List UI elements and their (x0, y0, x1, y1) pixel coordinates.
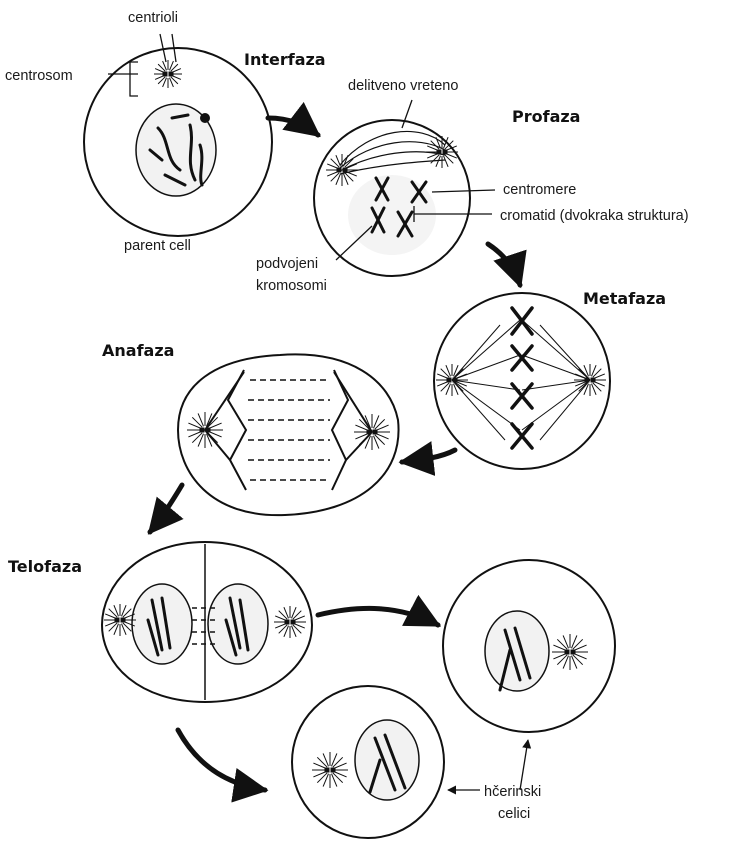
centriole (443, 150, 447, 154)
centriole (585, 378, 589, 382)
centriole (337, 168, 341, 172)
nucleolus (200, 113, 210, 123)
daughter-nucleus-right (485, 611, 549, 691)
centriole (571, 650, 575, 654)
centriole (343, 168, 347, 172)
centriole (285, 620, 289, 624)
anaphase-title: Anafaza (102, 341, 174, 360)
spindle-label: delitveno vreteno (348, 78, 458, 94)
telophase-title: Telofaza (8, 557, 82, 576)
centriole (169, 72, 173, 76)
chromatid-label: cromatid (dvokraka struktura) (500, 208, 689, 224)
centromere-label: centromere (503, 182, 576, 198)
centriole (325, 768, 329, 772)
metaphase-title: Metafaza (583, 289, 666, 308)
centriole (447, 378, 451, 382)
telophase-nucleus-left (132, 584, 192, 664)
arrow-prophase-to-metaphase (488, 244, 520, 285)
parent-cell-label: parent cell (124, 238, 191, 254)
centriole (291, 620, 295, 624)
duplicated-label-1: podvojeni (256, 256, 318, 272)
prophase-title: Profaza (512, 107, 580, 126)
centriole (565, 650, 569, 654)
daughter-leader-up (520, 740, 528, 790)
centrioles-label: centrioli (128, 10, 178, 26)
centriole (331, 768, 335, 772)
centriole (121, 618, 125, 622)
centriole (591, 378, 595, 382)
interphase-title: Interfaza (244, 50, 326, 69)
arrow-metaphase-to-anaphase (402, 450, 455, 462)
centriole (163, 72, 167, 76)
daughter-label-1: hčerinski (484, 784, 541, 800)
centriole (437, 150, 441, 154)
duplicated-label-2: kromosomi (256, 278, 327, 294)
daughter-nucleus-bottom (355, 720, 419, 800)
centrosome-label: centrosom (5, 68, 73, 84)
centriole (373, 430, 377, 434)
telophase-nucleus-right (208, 584, 268, 664)
centriole (115, 618, 119, 622)
centriole (367, 430, 371, 434)
arrow-telophase-to-daughter-bottom (178, 730, 265, 790)
centriole (200, 428, 204, 432)
arrow-anaphase-to-telophase (150, 485, 182, 532)
daughter-label-2: celici (498, 806, 530, 822)
centriole (206, 428, 210, 432)
arrow-interphase-to-prophase (268, 118, 318, 135)
centriole (453, 378, 457, 382)
arrow-telophase-to-daughter-right (318, 608, 438, 625)
